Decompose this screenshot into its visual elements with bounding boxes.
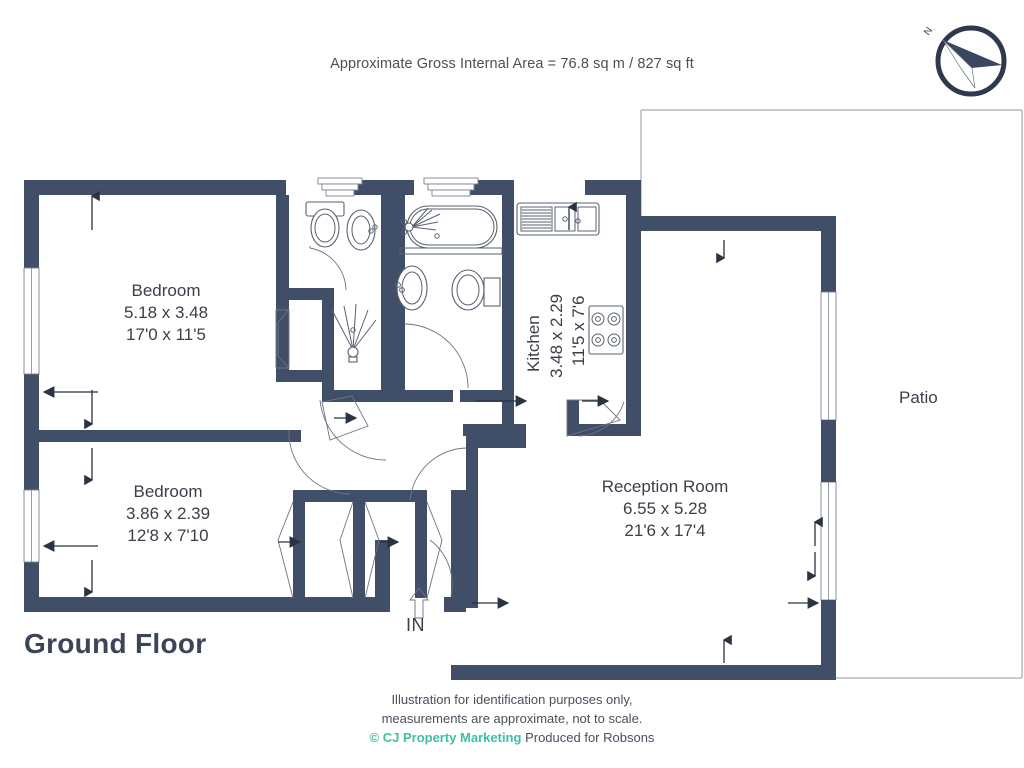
door-hall-leaf (321, 395, 369, 441)
door-swing-hall-a (319, 399, 387, 461)
door-louvre-cupb-1 (277, 501, 294, 599)
room-dimensions-imperial: 12'8 x 7'10 (127, 526, 209, 545)
fixture-shower-left (331, 303, 377, 363)
entrance-arrow-icon (409, 587, 429, 619)
brand-credit: © CJ Property Marketing (369, 730, 522, 745)
cupboard-left-small (275, 309, 290, 369)
room-dimensions-imperial: 21'6 x 17'4 (624, 521, 706, 540)
footer-credit: © CJ Property Marketing Produced for Rob… (0, 728, 1024, 747)
window-left-upper (23, 267, 40, 375)
door-louvre-cupb-2 (426, 501, 443, 599)
exterior-walls (23, 180, 837, 680)
fixture-bath-basin (395, 265, 428, 311)
fixture-kitchen-sink (516, 201, 600, 236)
window-top-bathroom-b (423, 177, 479, 197)
room-name: Kitchen (524, 315, 543, 372)
compass-icon (932, 22, 1010, 100)
room-label-bedroom-1: Bedroom 5.18 x 3.48 17'0 x 11'5 (86, 280, 246, 346)
fixture-bath-toilet (451, 269, 501, 311)
room-dimensions-imperial: 17'0 x 11'5 (126, 325, 206, 344)
footer-line-2: measurements are approximate, not to sca… (381, 711, 643, 726)
room-label-kitchen-metric: 3.48 x 2.29 (547, 294, 567, 378)
window-right-upper (820, 291, 837, 421)
room-label-kitchen-name: Kitchen (524, 315, 544, 372)
footer-disclaimer: Illustration for identification purposes… (0, 690, 1024, 747)
door-swing-wc1 (309, 247, 347, 291)
door-kitchen (566, 399, 621, 437)
window-right-lower (820, 481, 837, 601)
door-swing-bathroom (404, 323, 469, 389)
door-louvre-cupb-2b (364, 501, 380, 599)
room-dimensions-imperial: 11'5 x 7'6 (569, 295, 588, 366)
gross-internal-area-note: Approximate Gross Internal Area = 76.8 s… (330, 56, 694, 72)
produced-for: Produced for Robsons (525, 730, 655, 745)
room-name: Reception Room (601, 477, 729, 496)
door-louvre-left (277, 309, 290, 369)
room-name: Bedroom (131, 281, 201, 300)
room-label-patio: Patio (899, 388, 938, 407)
door-swing-reception (409, 447, 467, 501)
patio-outline (640, 109, 1023, 679)
entrance-label: IN (406, 615, 425, 635)
room-dimensions-metric: 6.55 x 5.28 (622, 499, 708, 518)
room-label-bedroom-2: Bedroom 3.86 x 2.39 12'8 x 7'10 (88, 481, 248, 547)
room-name: Bedroom (133, 482, 203, 501)
fixture-wc-basin-1 (346, 209, 378, 251)
room-dimensions-metric: 5.18 x 3.48 (123, 303, 209, 322)
door-louvre-cupb-1b (339, 501, 354, 599)
room-dimensions-metric: 3.48 x 2.29 (547, 293, 566, 378)
door-swing-bed2 (288, 435, 351, 495)
room-label-reception-room: Reception Room 6.55 x 5.28 21'6 x 17'4 (545, 476, 785, 542)
room-dimensions-metric: 3.86 x 2.39 (125, 504, 211, 523)
footer-line-1: Illustration for identification purposes… (391, 692, 633, 707)
room-label-kitchen-imperial: 11'5 x 7'6 (569, 296, 589, 366)
dimension-arrows (42, 190, 823, 663)
fixture-wc-toilet-1 (305, 201, 345, 248)
floor-title: Ground Floor (24, 628, 207, 659)
fixture-kitchen-hob (588, 305, 624, 355)
window-left-lower (23, 489, 40, 563)
door-swing-kitchen (578, 401, 625, 437)
window-top-bathroom-a (317, 177, 363, 197)
door-swing-entrance (429, 539, 453, 597)
fixture-bath (400, 205, 498, 249)
